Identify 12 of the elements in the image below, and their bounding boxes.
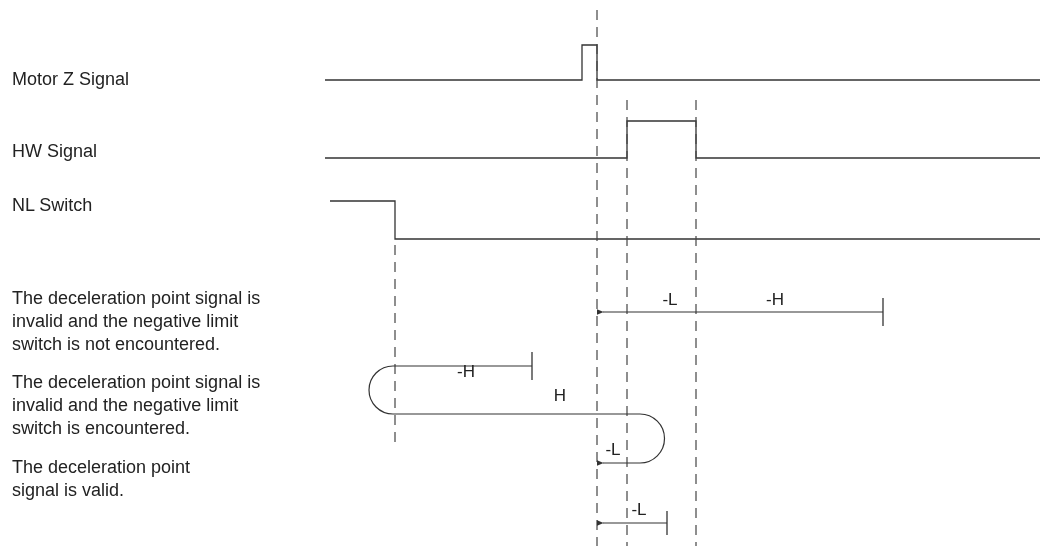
motion-label: -H [457,360,475,383]
motion-label: -L [605,438,621,461]
signal-name: NL Switch [12,194,93,217]
motion-label: -H [766,288,784,311]
condition-text: The deceleration point signal is invalid and the negative limit switch is not encountered. [12,287,262,356]
condition-text: The deceleration point signal is valid. [12,456,192,502]
signal-name: HW Signal [12,140,98,163]
motion-label: -L [631,498,647,521]
signal-name: Motor Z Signal [12,68,130,91]
motion-label: -L [662,288,678,311]
motion-label: H [553,384,567,407]
condition-text: The deceleration point signal is invalid and the negative limit switch is encountered. [12,371,262,440]
